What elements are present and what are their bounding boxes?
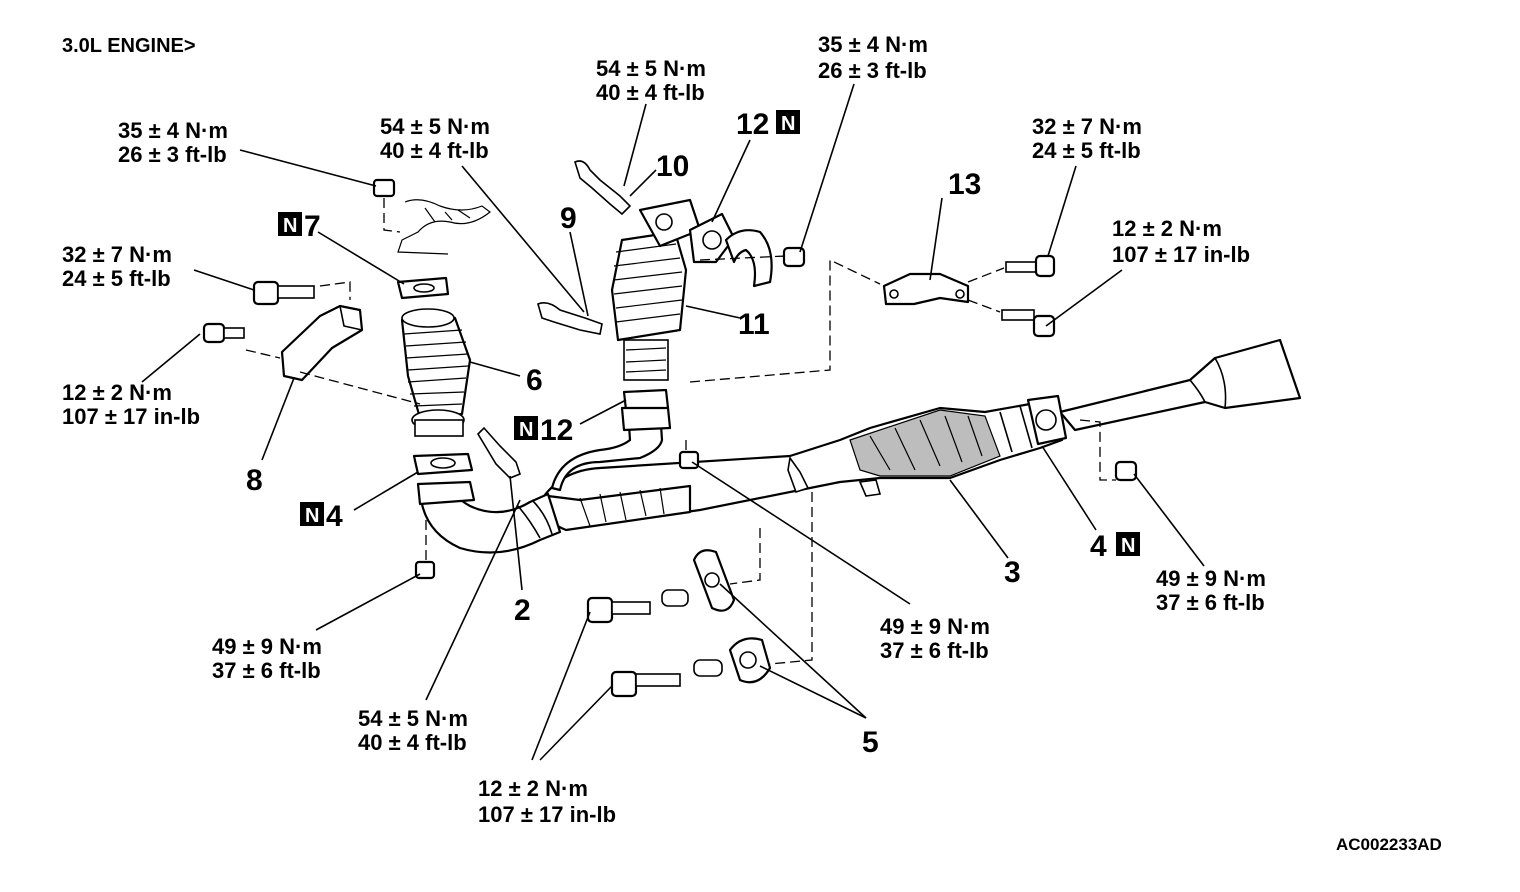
- callout-10: 10: [656, 150, 689, 183]
- svg-text:107 ± 17 in-lb: 107 ± 17 in-lb: [478, 802, 616, 827]
- svg-text:35 ± 4 N·m: 35 ± 4 N·m: [118, 118, 228, 143]
- bolt-bracket-8-lower: [202, 322, 245, 344]
- callout-11: 11: [738, 308, 770, 341]
- bolt-bracket-8-upper: [252, 280, 315, 306]
- callout-2: 2: [514, 594, 531, 627]
- svg-text:12: 12: [736, 108, 769, 141]
- callout-12-upper: 12 N: [736, 108, 800, 141]
- exhaust-manifold-right: [724, 229, 773, 288]
- callout-8: 8: [246, 464, 263, 497]
- svg-text:49 ± 9 N·m: 49 ± 9 N·m: [880, 614, 990, 639]
- callout-4-right: 4 N: [1090, 530, 1140, 563]
- catalytic-converter-body: [849, 409, 1001, 477]
- torque-spec-2: 35 ± 4 N·m 26 ± 3 ft-lb: [818, 32, 928, 83]
- svg-text:7: 7: [304, 210, 321, 243]
- svg-text:107 ± 17 in-lb: 107 ± 17 in-lb: [1112, 242, 1250, 267]
- engine-block-outline: [397, 199, 491, 255]
- torque-spec-3: 35 ± 4 N·m 26 ± 3 ft-lb: [118, 118, 228, 167]
- flange-right-lower: [620, 406, 672, 432]
- callout-13: 13: [948, 168, 981, 201]
- svg-text:N: N: [283, 215, 297, 237]
- svg-text:35 ± 4 N·m: 35 ± 4 N·m: [818, 32, 928, 57]
- leader-lines: [141, 83, 1205, 761]
- nut-manifold-left-top: [372, 178, 396, 198]
- svg-text:N: N: [519, 419, 533, 441]
- svg-text:54 ± 5 N·m: 54 ± 5 N·m: [596, 56, 706, 81]
- svg-text:49 ± 9 N·m: 49 ± 9 N·m: [212, 634, 322, 659]
- torque-spec-11: 49 ± 9 N·m 37 ± 6 ft-lb: [212, 634, 322, 683]
- torque-spec-9: 49 ± 9 N·m 37 ± 6 ft-lb: [1156, 566, 1266, 615]
- svg-text:37 ± 6 ft-lb: 37 ± 6 ft-lb: [1156, 590, 1265, 615]
- torque-spec-7: 32 ± 7 N·m 24 ± 5 ft-lb: [62, 242, 172, 291]
- callout-3: 3: [1004, 556, 1021, 589]
- callout-6: 6: [526, 364, 543, 397]
- bolt-bracket-13-lower: [1001, 309, 1056, 338]
- rubber-hanger-upper: [692, 549, 736, 612]
- svg-text:49 ± 9 N·m: 49 ± 9 N·m: [1156, 566, 1266, 591]
- svg-text:N: N: [781, 113, 795, 135]
- svg-text:26 ± 3 ft-lb: 26 ± 3 ft-lb: [818, 58, 927, 83]
- svg-text:32 ± 7 N·m: 32 ± 7 N·m: [62, 242, 172, 267]
- svg-text:54 ± 5 N·m: 54 ± 5 N·m: [358, 706, 468, 731]
- diagram-title: 3.0L ENGINE>: [62, 35, 196, 57]
- svg-text:32 ± 7 N·m: 32 ± 7 N·m: [1032, 114, 1142, 139]
- svg-text:40 ± 4 ft-lb: 40 ± 4 ft-lb: [380, 138, 489, 163]
- svg-text:40 ± 4 ft-lb: 40 ± 4 ft-lb: [358, 730, 467, 755]
- torque-spec-8: 12 ± 2 N·m 107 ± 17 in-lb: [62, 380, 200, 429]
- svg-text:37 ± 6 ft-lb: 37 ± 6 ft-lb: [880, 638, 989, 663]
- torque-spec-1: 54 ± 5 N·m 40 ± 4 ft-lb: [596, 56, 706, 105]
- oxygen-sensor-9: [537, 302, 603, 335]
- bolt-hanger-upper: [586, 589, 689, 624]
- svg-text:12 ± 2 N·m: 12 ± 2 N·m: [62, 380, 172, 405]
- svg-text:12: 12: [540, 414, 573, 447]
- torque-spec-6: 12 ± 2 N·m 107 ± 17 in-lb: [1112, 216, 1250, 267]
- svg-text:26 ± 3 ft-lb: 26 ± 3 ft-lb: [118, 142, 227, 167]
- torque-spec-5: 32 ± 7 N·m 24 ± 5 ft-lb: [1032, 114, 1142, 163]
- svg-text:24 ± 5 ft-lb: 24 ± 5 ft-lb: [62, 266, 171, 291]
- nut-lower-left: [414, 560, 436, 580]
- svg-text:12 ± 2 N·m: 12 ± 2 N·m: [478, 776, 588, 801]
- bolt-hanger-lower: [610, 659, 723, 698]
- nut-manifold-right: [782, 246, 806, 268]
- torque-spec-12: 49 ± 9 N·m 37 ± 6 ft-lb: [880, 614, 990, 663]
- nut-front-pipe: [678, 450, 700, 470]
- svg-text:12 ± 2 N·m: 12 ± 2 N·m: [1112, 216, 1222, 241]
- tail-pipe: [1058, 338, 1302, 432]
- torque-spec-13: 12 ± 2 N·m 107 ± 17 in-lb: [478, 776, 616, 827]
- svg-text:4: 4: [1090, 530, 1107, 563]
- oxygen-sensor-10: [574, 160, 632, 216]
- torque-spec-4: 54 ± 5 N·m 40 ± 4 ft-lb: [380, 114, 490, 163]
- figure-code: AC002233AD: [1336, 835, 1442, 854]
- assembly-guide-lines: [245, 198, 1116, 665]
- svg-text:24 ± 5 ft-lb: 24 ± 5 ft-lb: [1032, 138, 1141, 163]
- front-catalytic-converter-left: [400, 308, 472, 437]
- flange-lower-left: [416, 480, 476, 506]
- rubber-hanger-lower: [728, 637, 772, 684]
- nut-rear: [1114, 460, 1138, 482]
- bracket-13: [882, 272, 970, 306]
- callout-12-lower: N 12: [514, 414, 573, 447]
- svg-text:54 ± 5 N·m: 54 ± 5 N·m: [380, 114, 490, 139]
- callout-9: 9: [560, 202, 577, 235]
- svg-text:40 ± 4 ft-lb: 40 ± 4 ft-lb: [596, 80, 705, 105]
- callout-5: 5: [862, 726, 879, 759]
- torque-spec-10: 54 ± 5 N·m 40 ± 4 ft-lb: [358, 706, 468, 755]
- callout-4-left: N 4: [300, 500, 343, 533]
- callout-7: N 7: [278, 210, 321, 243]
- oxygen-sensor-2: [476, 426, 521, 479]
- svg-text:4: 4: [326, 500, 343, 533]
- svg-text:N: N: [1121, 535, 1135, 557]
- svg-text:107 ± 17 in-lb: 107 ± 17 in-lb: [62, 404, 200, 429]
- svg-text:N: N: [305, 505, 319, 527]
- exhaust-pipe-assembly: [418, 338, 1302, 554]
- bolt-bracket-13-upper: [1005, 254, 1056, 278]
- svg-text:37 ± 6 ft-lb: 37 ± 6 ft-lb: [212, 658, 321, 683]
- front-catalytic-converter-right: [610, 198, 702, 381]
